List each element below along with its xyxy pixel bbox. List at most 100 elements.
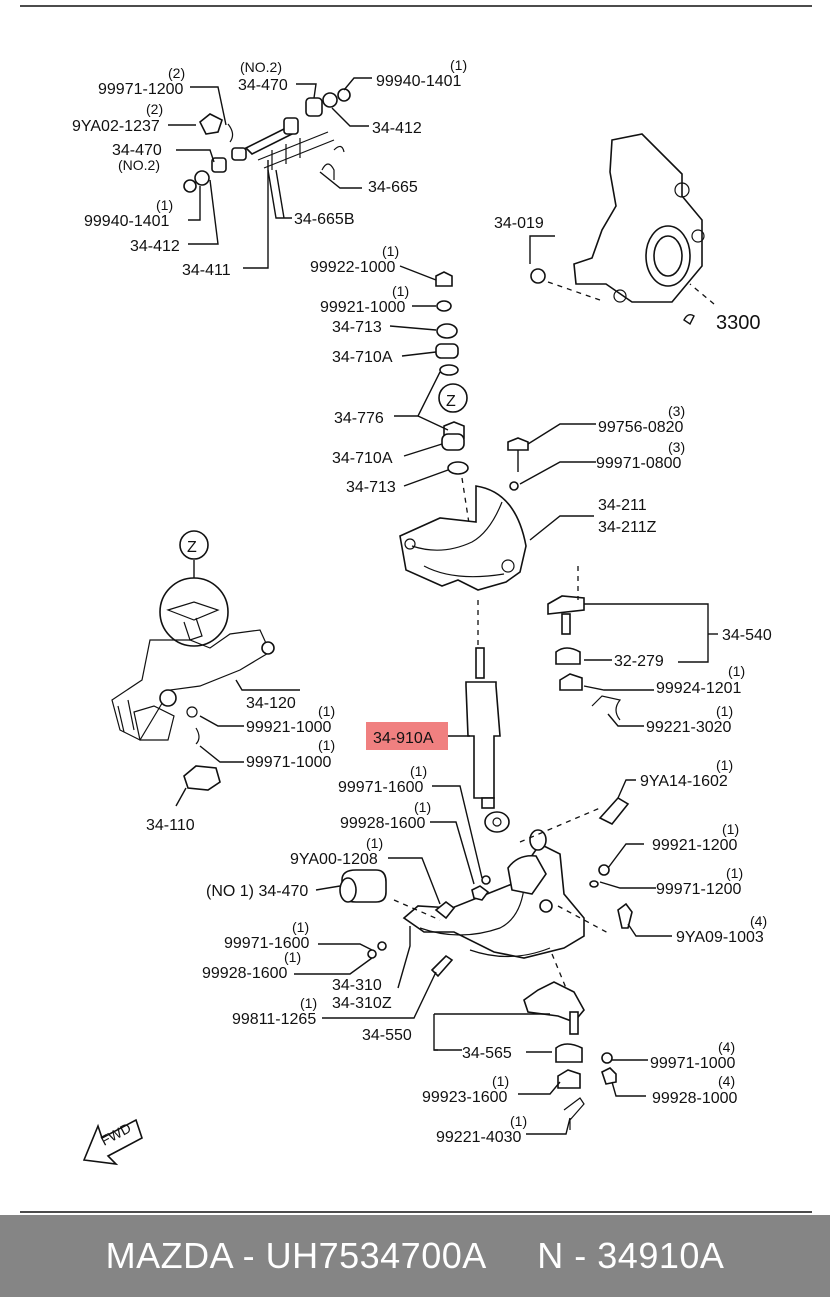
callout-label: 99924-1201 xyxy=(656,680,742,697)
callout-qty: (1) xyxy=(382,243,399,259)
leader-34-019 xyxy=(529,235,555,264)
callout-label: 99971-1600 xyxy=(224,935,310,952)
callout-qty: (1) xyxy=(716,703,733,719)
detail-marker-z: Z xyxy=(187,539,197,556)
callout-label: 9YA00-1208 xyxy=(290,851,378,868)
fwd-arrow-icon: FWD xyxy=(82,1118,143,1166)
callout-qty: (1) xyxy=(318,703,335,719)
callout-label: 99756-0820 xyxy=(598,419,684,436)
callout-label: 34-665 xyxy=(368,179,418,196)
callout-label: 34-110 xyxy=(146,817,195,834)
callout-label: 34-713 xyxy=(346,479,396,496)
highlight-box-34-910A xyxy=(366,722,448,750)
callout-label: 99940-1401 xyxy=(376,73,462,90)
footer-bar: MAZDA - UH7534700A N - 34910A xyxy=(0,1215,830,1297)
callout-label: 99221-4030 xyxy=(436,1129,522,1146)
callout-label: 34-776 xyxy=(334,410,384,427)
callout-label: 99921-1000 xyxy=(320,299,406,316)
callout-qty: (1) xyxy=(450,57,467,73)
callout-label: 34-412 xyxy=(130,238,180,255)
stabilizer-link-assembly xyxy=(183,88,351,193)
callout-label: 99928-1600 xyxy=(202,965,288,982)
callout-label: 34-710A xyxy=(332,450,393,467)
callout-qty: (1) xyxy=(284,949,301,965)
ball-joint-leaders xyxy=(583,603,718,727)
callout-qty: (1) xyxy=(716,757,733,773)
callout-label: 99921-1200 xyxy=(652,837,738,854)
callout-label: 99928-1000 xyxy=(652,1090,738,1107)
callout-label: 3300 xyxy=(716,312,761,334)
callout-label: 99923-1600 xyxy=(422,1089,508,1106)
exploded-parts-diagram: FWD Z Z (2) 99971-1200 (2) 9YA02-1237 (N… xyxy=(20,5,812,1213)
callout-qty: (4) xyxy=(718,1039,735,1055)
lower-joint-leaders xyxy=(433,1013,648,1135)
lower-control-arm xyxy=(339,796,633,989)
callout-label: 34-211Z xyxy=(598,519,657,536)
callout-label: 99971-1200 xyxy=(656,881,742,898)
callout-qty: (1) xyxy=(510,1113,527,1129)
callout-label: 99971-1600 xyxy=(338,779,424,796)
callout-label: 34-120 xyxy=(246,695,296,712)
upper-ball-joint xyxy=(547,566,622,721)
lower-ball-joint xyxy=(523,981,617,1130)
callout-qty: (3) xyxy=(668,403,685,419)
callout-label: 34-665B xyxy=(294,211,355,228)
callout-label: 99971-1000 xyxy=(650,1055,736,1072)
callout-label: 34-470 xyxy=(112,142,162,159)
callout-label: 34-310Z xyxy=(332,995,392,1012)
callout-qty: (NO.2) xyxy=(118,157,160,173)
callout-label: 99921-1000 xyxy=(246,719,332,736)
callout-qty: (1) xyxy=(366,835,383,851)
callout-qty: (1) xyxy=(300,995,317,1011)
callout-label: 99221-3020 xyxy=(646,719,732,736)
callout-qty: (2) xyxy=(168,65,185,81)
callout-qty: (4) xyxy=(718,1073,735,1089)
part-number-caption: MAZDA - UH7534700A N - 34910A xyxy=(105,1235,725,1276)
frame-leaders xyxy=(175,679,300,807)
callout-label: 34-565 xyxy=(462,1045,512,1062)
callout-label: (NO 1) 34-470 xyxy=(206,883,308,900)
callout-label: 99928-1600 xyxy=(340,815,426,832)
upper-arm-leaders xyxy=(519,423,596,541)
callout-label: 34-470 xyxy=(238,77,288,94)
shock-mount-stack xyxy=(435,271,469,475)
detail-marker-z: Z xyxy=(446,393,456,410)
callout-label: 99971-1200 xyxy=(98,81,184,98)
callout-label: 99922-1000 xyxy=(310,259,396,276)
callout-label: 34-713 xyxy=(332,319,382,336)
callout-qty: (2) xyxy=(146,101,163,117)
reference-icon xyxy=(683,313,695,326)
callout-label: 99811-1265 xyxy=(232,1011,316,1028)
callout-label: 34-550 xyxy=(362,1027,412,1044)
callout-label: 34-412 xyxy=(372,120,422,137)
steering-knuckle xyxy=(530,133,705,303)
callout-label: 32-279 xyxy=(614,653,664,670)
callout-label: 99971-0800 xyxy=(596,455,682,472)
lower-arm-leaders xyxy=(294,779,672,1019)
callout-label: 34-019 xyxy=(494,215,544,232)
frame-detail xyxy=(111,530,275,791)
callout-label: 99940-1401 xyxy=(84,213,170,230)
callout-qty: (1) xyxy=(726,865,743,881)
callout-qty: (1) xyxy=(156,197,173,213)
callout-qty: (4) xyxy=(750,913,767,929)
callout-label: 34-211 xyxy=(598,497,647,514)
shock-absorber xyxy=(465,647,510,833)
callout-qty: (1) xyxy=(722,821,739,837)
callout-labels: (2) 99971-1200 (2) 9YA02-1237 (NO.2) 34-… xyxy=(72,57,772,1146)
callout-qty: (1) xyxy=(410,763,427,779)
upper-control-arm xyxy=(399,437,529,670)
callout-qty: (1) xyxy=(728,663,745,679)
callout-label: 9YA02-1237 xyxy=(72,118,160,135)
callout-qty: (1) xyxy=(318,737,335,753)
callout-label: 9YA09-1003 xyxy=(676,929,764,946)
callout-label: 34-710A xyxy=(332,349,393,366)
callout-qty: (1) xyxy=(292,919,309,935)
callout-label: 34-540 xyxy=(722,627,772,644)
callout-label: 9YA14-1602 xyxy=(640,773,728,790)
callout-label: 34-910A xyxy=(373,730,434,747)
callout-qty: (1) xyxy=(414,799,431,815)
callout-qty: (1) xyxy=(492,1073,509,1089)
top-left-leaders xyxy=(168,77,372,269)
callout-qty: (1) xyxy=(392,283,409,299)
